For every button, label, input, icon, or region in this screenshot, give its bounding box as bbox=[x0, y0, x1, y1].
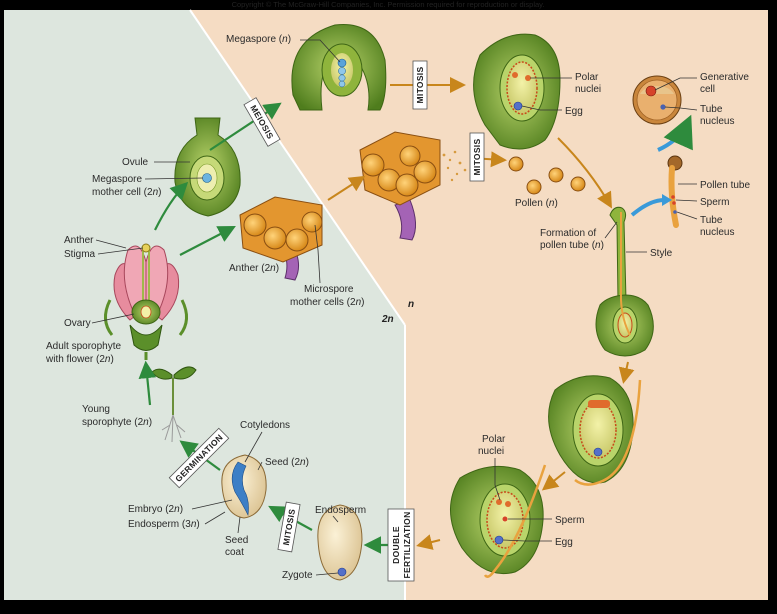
pistil-style bbox=[595, 206, 654, 357]
pollen-grains bbox=[508, 156, 586, 195]
haploid-region-label: n bbox=[408, 299, 414, 310]
tube-nucleus-top-label-2: nucleus bbox=[700, 116, 734, 127]
arrow-flower-to-anther bbox=[179, 225, 236, 256]
svg-text:MITOSIS: MITOSIS bbox=[415, 67, 425, 104]
seed-label: Seed (2n) bbox=[265, 457, 309, 468]
mitosis-megaspore-badge: MITOSIS bbox=[412, 60, 428, 110]
arrow-sac-to-pistil bbox=[557, 137, 612, 209]
young-sporophyte bbox=[151, 366, 197, 443]
formation-label-2: pollen tube (n) bbox=[540, 240, 604, 251]
arrow-flower-to-ovule bbox=[154, 181, 189, 231]
diploid-region bbox=[4, 10, 405, 600]
seed-coat-label-2: coat bbox=[225, 547, 244, 558]
young-sporophyte-label-2: sporophyte (2n) bbox=[82, 417, 152, 428]
tube-nucleus-right-label-2: nucleus bbox=[700, 227, 734, 238]
polar-nuclei-bottom-label-2: nuclei bbox=[478, 446, 504, 457]
tube-nucleus-top-label-1: Tube bbox=[700, 104, 723, 115]
ovule-fertilizing bbox=[548, 375, 642, 486]
microspore-label-2: mother cells (2n) bbox=[290, 297, 364, 308]
svg-text:FERTILIZATION: FERTILIZATION bbox=[402, 511, 412, 578]
flower bbox=[104, 243, 188, 360]
seed-coat-label-1: Seed bbox=[225, 535, 248, 546]
blue-arrow-up bbox=[657, 114, 693, 152]
generative-cell-label-1: Generative bbox=[700, 72, 749, 83]
copyright-notice: Copyright © The McGraw-Hill Companies, I… bbox=[232, 0, 545, 9]
pollen-grain-detail bbox=[632, 75, 682, 125]
embryo-sac-top bbox=[473, 33, 561, 150]
arrow-fertilization-left bbox=[416, 534, 441, 550]
arrow-ovule-to-megaspore bbox=[209, 102, 282, 151]
polar-nuclei-top-label-1: Polar bbox=[575, 72, 599, 83]
anther-microspore-mother bbox=[239, 196, 323, 281]
arrow-sporophyte-to-flower bbox=[138, 360, 157, 406]
megaspore-label: Megaspore (n) bbox=[226, 34, 291, 45]
microspore-label-1: Microspore bbox=[304, 284, 354, 295]
anther-left-label: Anther bbox=[64, 235, 94, 246]
pollen-tube-label: Pollen tube bbox=[700, 180, 750, 191]
mitosis-zygote-badge: MITOSIS bbox=[277, 501, 301, 553]
generative-cell-label-2: cell bbox=[700, 84, 715, 95]
ovule-label: Ovule bbox=[122, 157, 149, 168]
megaspore-mother-label-2: mother cell (2n) bbox=[92, 187, 161, 198]
sperm-right-label: Sperm bbox=[700, 197, 729, 208]
embryo-label: Embryo (2n) bbox=[128, 504, 183, 515]
egg-bottom-label: Egg bbox=[555, 537, 573, 548]
microspore-cluster bbox=[359, 131, 441, 241]
ovary-label: Ovary bbox=[64, 318, 91, 329]
zygote-label: Zygote bbox=[282, 570, 313, 581]
svg-text:DOUBLE: DOUBLE bbox=[391, 526, 401, 564]
adult-sporophyte-label-1: Adult sporophyte bbox=[46, 341, 121, 352]
stigma-label: Stigma bbox=[64, 249, 96, 260]
ovule-double-fertilization bbox=[450, 464, 547, 578]
anther-mid-label: Anther (2n) bbox=[229, 263, 279, 274]
megaspore-ovule bbox=[291, 23, 387, 111]
arrow-ovule-to-fertilization bbox=[541, 471, 566, 491]
formation-label-1: Formation of bbox=[540, 228, 596, 239]
arrow-pistil-to-ovule bbox=[618, 361, 635, 384]
pollen-release-dots bbox=[442, 150, 467, 182]
endosperm-seed-label: Endosperm (3n) bbox=[128, 519, 200, 530]
double-fertilization-badge: DOUBLE FERTILIZATION bbox=[387, 508, 415, 582]
mitosis-microspore-badge: MITOSIS bbox=[469, 132, 485, 182]
blue-arrow-right bbox=[630, 198, 665, 217]
polar-nuclei-bottom-label-1: Polar bbox=[482, 434, 506, 445]
zygote-endosperm bbox=[317, 504, 363, 581]
young-sporophyte-label-1: Young bbox=[82, 404, 110, 415]
style-label: Style bbox=[650, 248, 673, 259]
cotyledons-label: Cotyledons bbox=[240, 420, 290, 431]
pollen-label: Pollen (n) bbox=[515, 198, 558, 209]
endosperm-label: Endosperm bbox=[315, 505, 366, 516]
arrow-anther-to-microspore bbox=[327, 175, 366, 201]
region-divider-diagonal bbox=[189, 9, 406, 326]
egg-top-label: Egg bbox=[565, 106, 583, 117]
ovule-megaspore-mother bbox=[174, 117, 241, 217]
diploid-region-label: 2n bbox=[381, 314, 394, 325]
tube-nucleus-right-label-1: Tube bbox=[700, 215, 723, 226]
seed bbox=[221, 454, 267, 519]
svg-text:MITOSIS: MITOSIS bbox=[472, 139, 482, 176]
sperm-bottom-label: Sperm bbox=[555, 515, 584, 526]
germinating-pollen bbox=[667, 155, 683, 228]
adult-sporophyte-label-2: with flower (2n) bbox=[45, 354, 114, 365]
megaspore-mother-label-1: Megaspore bbox=[92, 174, 142, 185]
polar-nuclei-top-label-2: nuclei bbox=[575, 84, 601, 95]
